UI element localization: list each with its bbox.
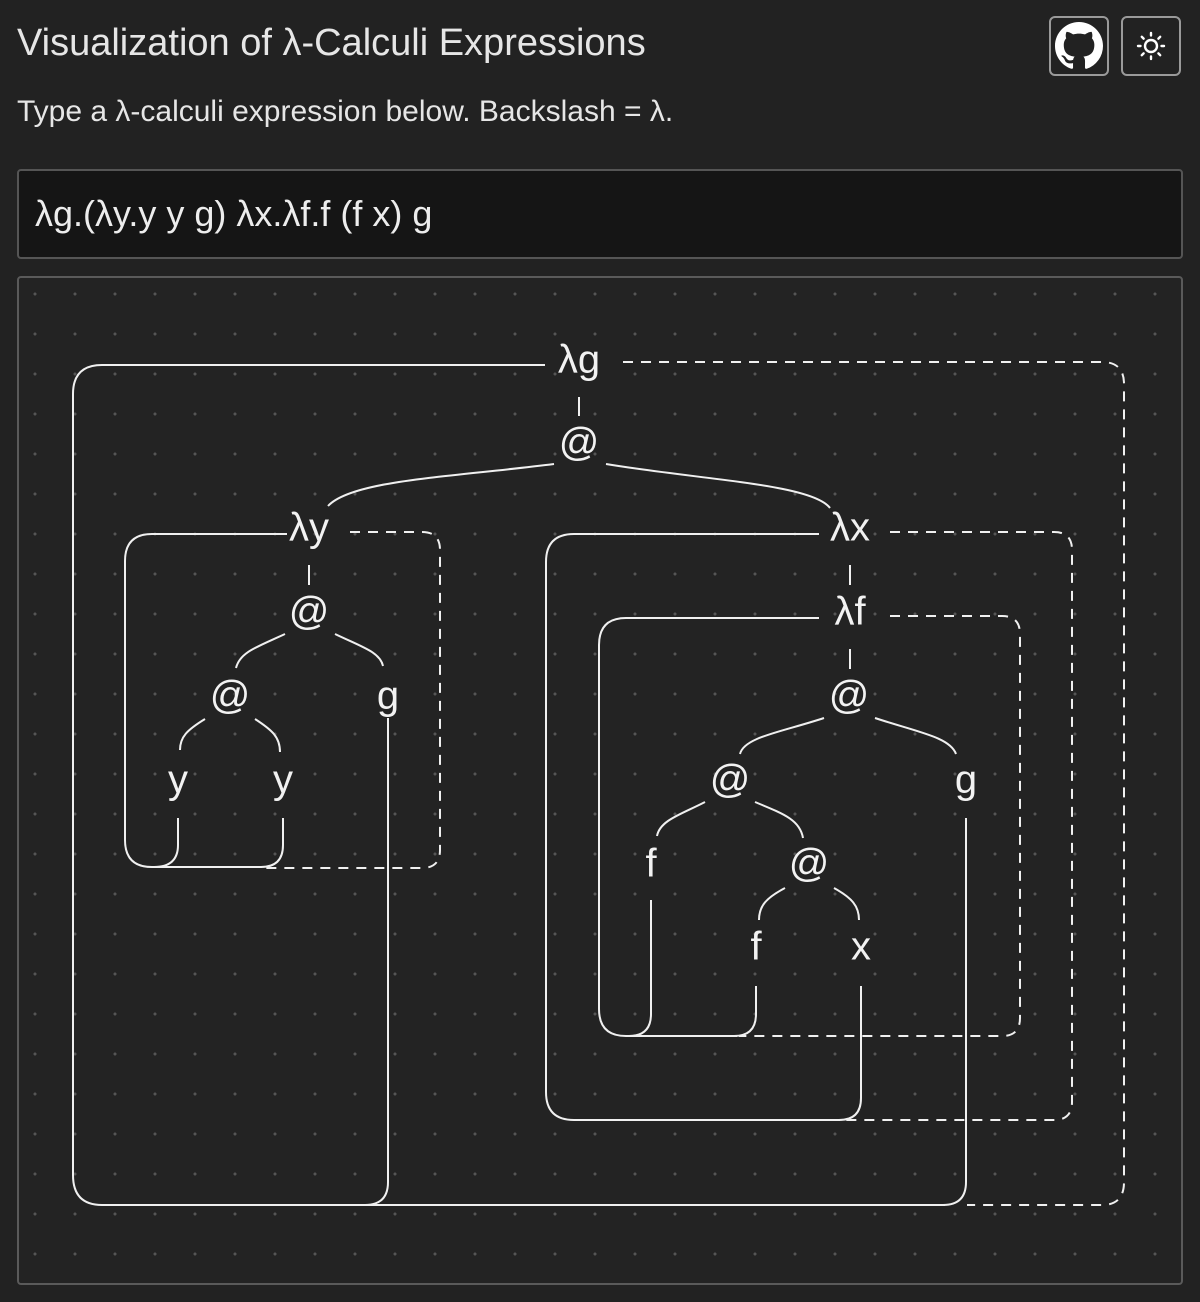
- node-lambda-f: λf: [834, 590, 866, 634]
- node-variable-x: x: [851, 925, 871, 969]
- link-y1: [153, 818, 179, 868]
- tree-nodes: λg @ λy @ @ y y g λx λf @ @ g f @ f x: [168, 338, 977, 969]
- node-variable-y: y: [273, 758, 293, 802]
- scope-y-solid: [124, 533, 287, 868]
- edge-appyy-y1: [179, 718, 206, 751]
- edge-appf2-f1: [656, 801, 706, 837]
- scope-y-dashed: [264, 531, 441, 869]
- visualization-canvas[interactable]: λg @ λy @ @ y y g λx λf @ @ g f @ f x: [17, 276, 1183, 1285]
- node-application: @: [789, 842, 830, 886]
- node-lambda-g: λg: [558, 338, 600, 382]
- edge-appf3-f2: [758, 887, 786, 921]
- edge-appf2-appf3: [754, 801, 804, 839]
- edge-appf3-x: [833, 887, 860, 921]
- node-variable-f: f: [645, 842, 657, 886]
- node-application: @: [210, 674, 251, 718]
- scope-x-dashed: [842, 531, 1073, 1121]
- scope-x-solid: [545, 533, 840, 1121]
- edge-app1-lamy: [327, 463, 555, 507]
- edge-appf-appf2: [739, 717, 825, 755]
- tree-edges: [179, 397, 957, 921]
- instructions-text: Type a λ-calculi expression below. Backs…: [17, 95, 674, 128]
- scope-g-dashed: [623, 361, 1125, 1206]
- edge-appyy-y2: [254, 718, 281, 753]
- node-application: @: [289, 590, 330, 634]
- page-title: Visualization of λ-Calculi Expressions: [17, 22, 646, 64]
- theme-toggle-button[interactable]: [1121, 16, 1181, 76]
- binding-boxes: [72, 361, 1125, 1206]
- link-y2: [260, 818, 284, 868]
- github-icon: [1055, 22, 1103, 69]
- node-application: @: [829, 674, 870, 718]
- node-lambda-x: λx: [830, 506, 870, 550]
- scope-f-solid: [598, 617, 819, 1037]
- expression-input[interactable]: [17, 169, 1183, 259]
- github-button[interactable]: [1049, 16, 1109, 76]
- link-f1: [628, 900, 652, 1037]
- link-g1: [364, 718, 389, 1206]
- lambda-tree-diagram: λg @ λy @ @ y y g λx λf @ @ g f @ f x: [72, 338, 1125, 1206]
- edge-appy-appyy: [235, 633, 286, 669]
- edge-appy-g1: [334, 633, 384, 667]
- node-variable-y: y: [168, 758, 188, 802]
- sun-icon: [1136, 31, 1166, 61]
- node-variable-g: g: [955, 758, 977, 802]
- edge-appf-g2: [874, 717, 957, 755]
- link-x: [838, 986, 862, 1121]
- scope-f-dashed: [739, 615, 1021, 1037]
- edge-app1-lamx: [605, 463, 831, 509]
- node-variable-g: g: [377, 674, 399, 718]
- node-application: @: [559, 421, 600, 465]
- link-g2: [942, 818, 967, 1206]
- node-lambda-y: λy: [289, 506, 329, 550]
- scope-g-solid: [72, 364, 945, 1206]
- node-variable-f: f: [750, 925, 762, 969]
- link-f2: [733, 986, 757, 1037]
- node-application: @: [710, 758, 751, 802]
- variable-links: [153, 718, 967, 1206]
